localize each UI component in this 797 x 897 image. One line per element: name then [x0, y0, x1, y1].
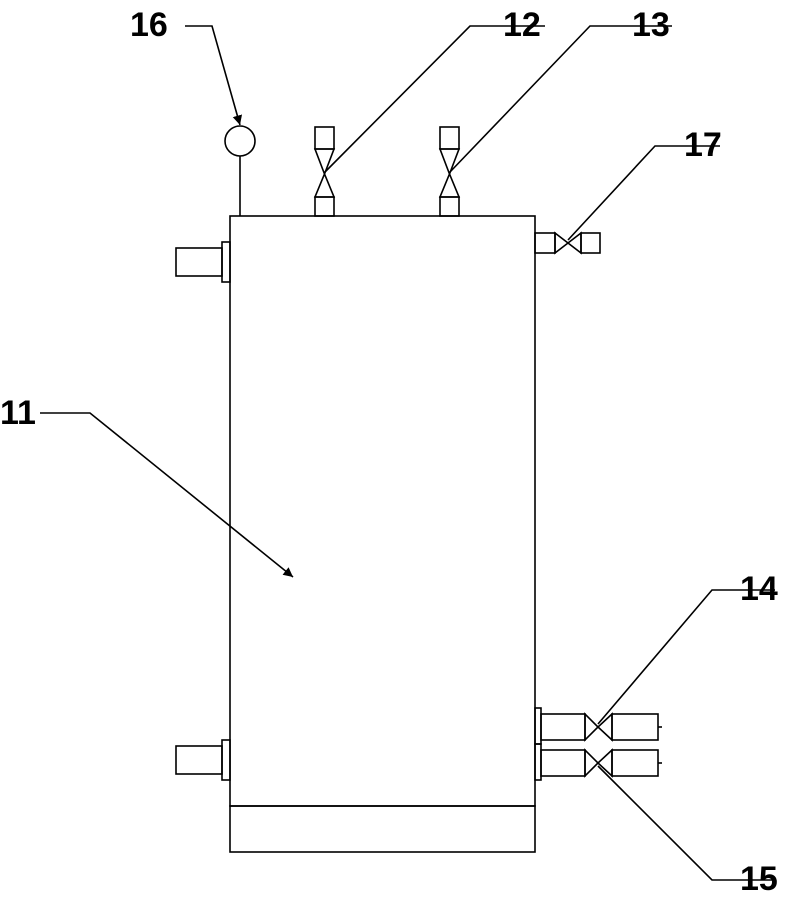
pressure-gauge	[225, 126, 255, 216]
leader-line-14	[598, 590, 775, 724]
left-upper-nozzle	[176, 242, 230, 282]
left-lower-nozzle	[176, 740, 230, 780]
tank-base	[230, 806, 535, 852]
label-16: 16	[130, 6, 168, 44]
leader-line-16	[185, 26, 240, 125]
leader-line-13	[450, 26, 672, 172]
label-14: 14	[740, 570, 778, 608]
label-13: 13	[632, 6, 670, 44]
label-11: 11	[0, 394, 36, 432]
label-12: 12	[503, 6, 541, 44]
side-vent-valve-17	[535, 233, 600, 253]
label-15: 15	[740, 860, 778, 897]
outlet-valve-15	[535, 744, 662, 780]
label-17: 17	[684, 126, 722, 164]
tank-body	[230, 216, 535, 852]
leader-line-12	[325, 26, 545, 172]
outlet-valve-14	[535, 708, 662, 744]
